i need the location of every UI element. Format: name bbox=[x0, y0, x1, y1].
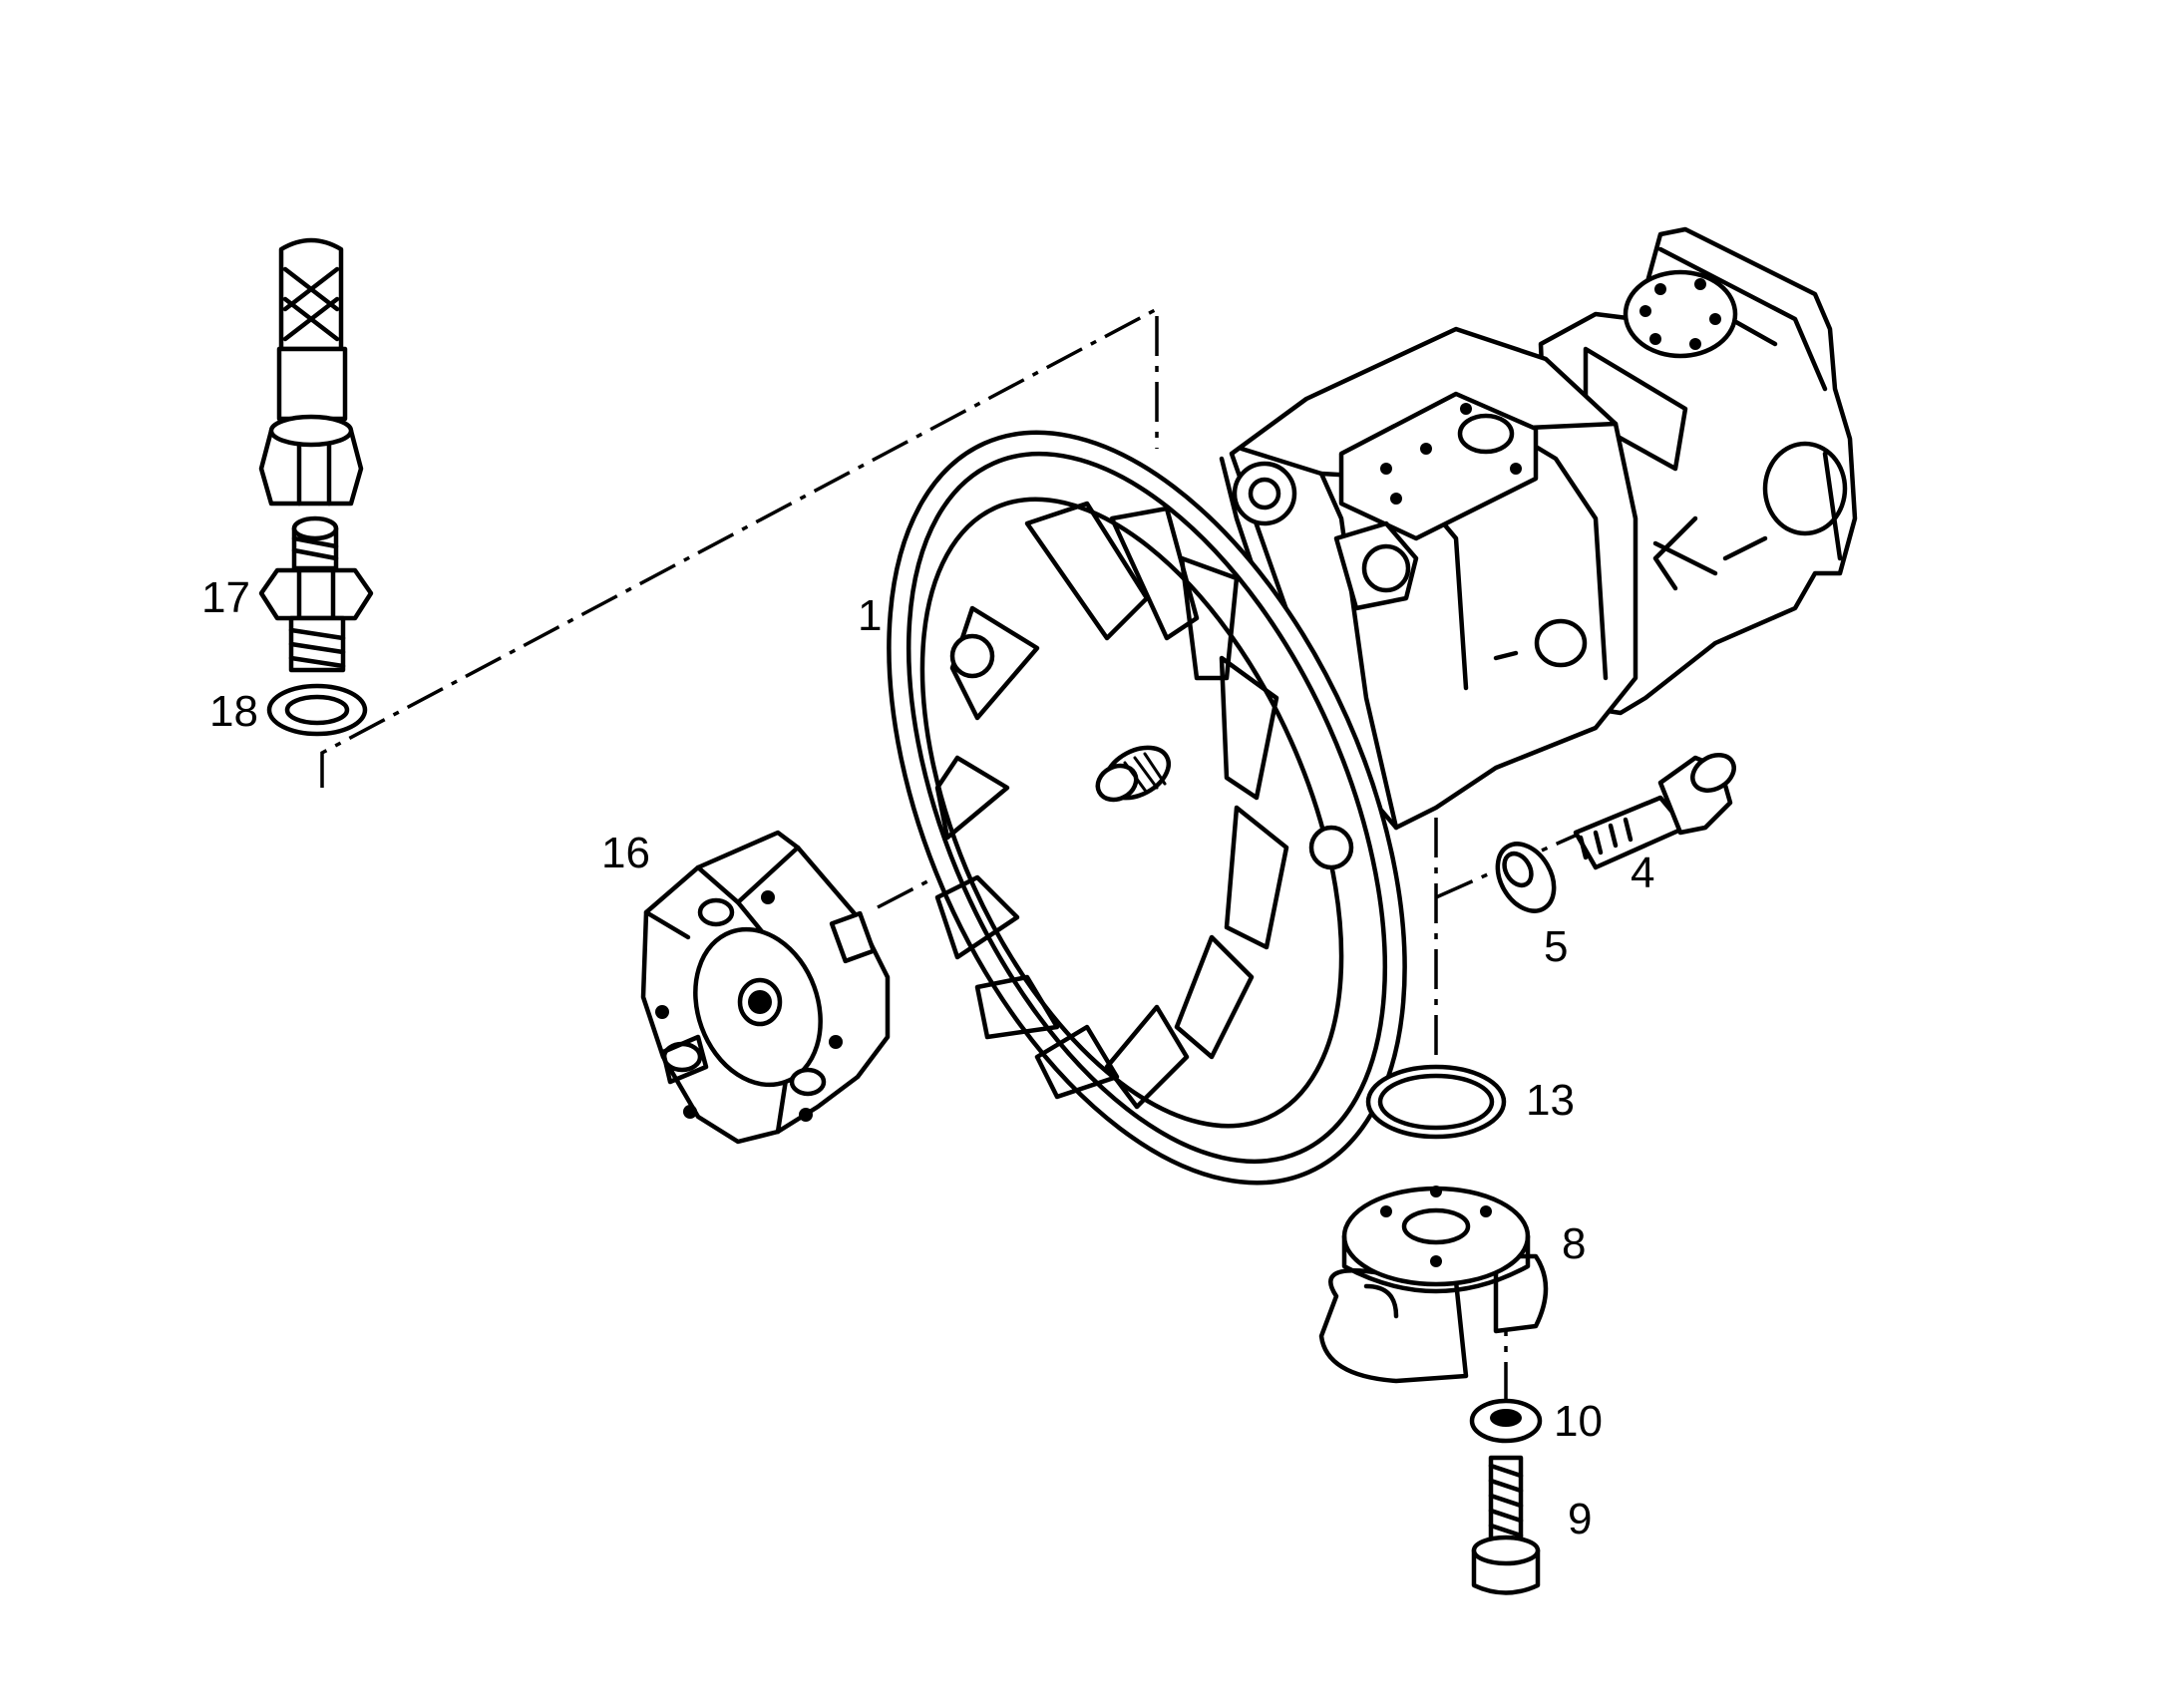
o-ring-13 bbox=[1365, 1064, 1507, 1140]
callout-16: 16 bbox=[601, 829, 650, 877]
callout-labels: 1 4 5 13 8 10 9 16 17 18 bbox=[201, 573, 1654, 1543]
coupling-16 bbox=[640, 830, 891, 1145]
callout-9: 9 bbox=[1568, 1495, 1592, 1543]
elbow-flange-8 bbox=[1318, 1186, 1549, 1384]
washer-10 bbox=[1469, 1398, 1543, 1444]
callout-5: 5 bbox=[1544, 922, 1568, 971]
callout-8: 8 bbox=[1562, 1219, 1586, 1268]
cap-screw-9 bbox=[1471, 1455, 1541, 1595]
callout-4: 4 bbox=[1631, 849, 1654, 897]
fitting-17 bbox=[258, 237, 374, 673]
sealing-ring-18 bbox=[266, 683, 368, 737]
pump-flange bbox=[887, 430, 1407, 1186]
callout-13: 13 bbox=[1526, 1076, 1575, 1125]
washer-5 bbox=[1495, 842, 1557, 913]
callout-18: 18 bbox=[209, 687, 258, 736]
cap-screw-4 bbox=[1573, 753, 1736, 870]
callout-1: 1 bbox=[858, 591, 882, 640]
callout-17: 17 bbox=[201, 573, 250, 622]
callout-10: 10 bbox=[1554, 1397, 1603, 1446]
